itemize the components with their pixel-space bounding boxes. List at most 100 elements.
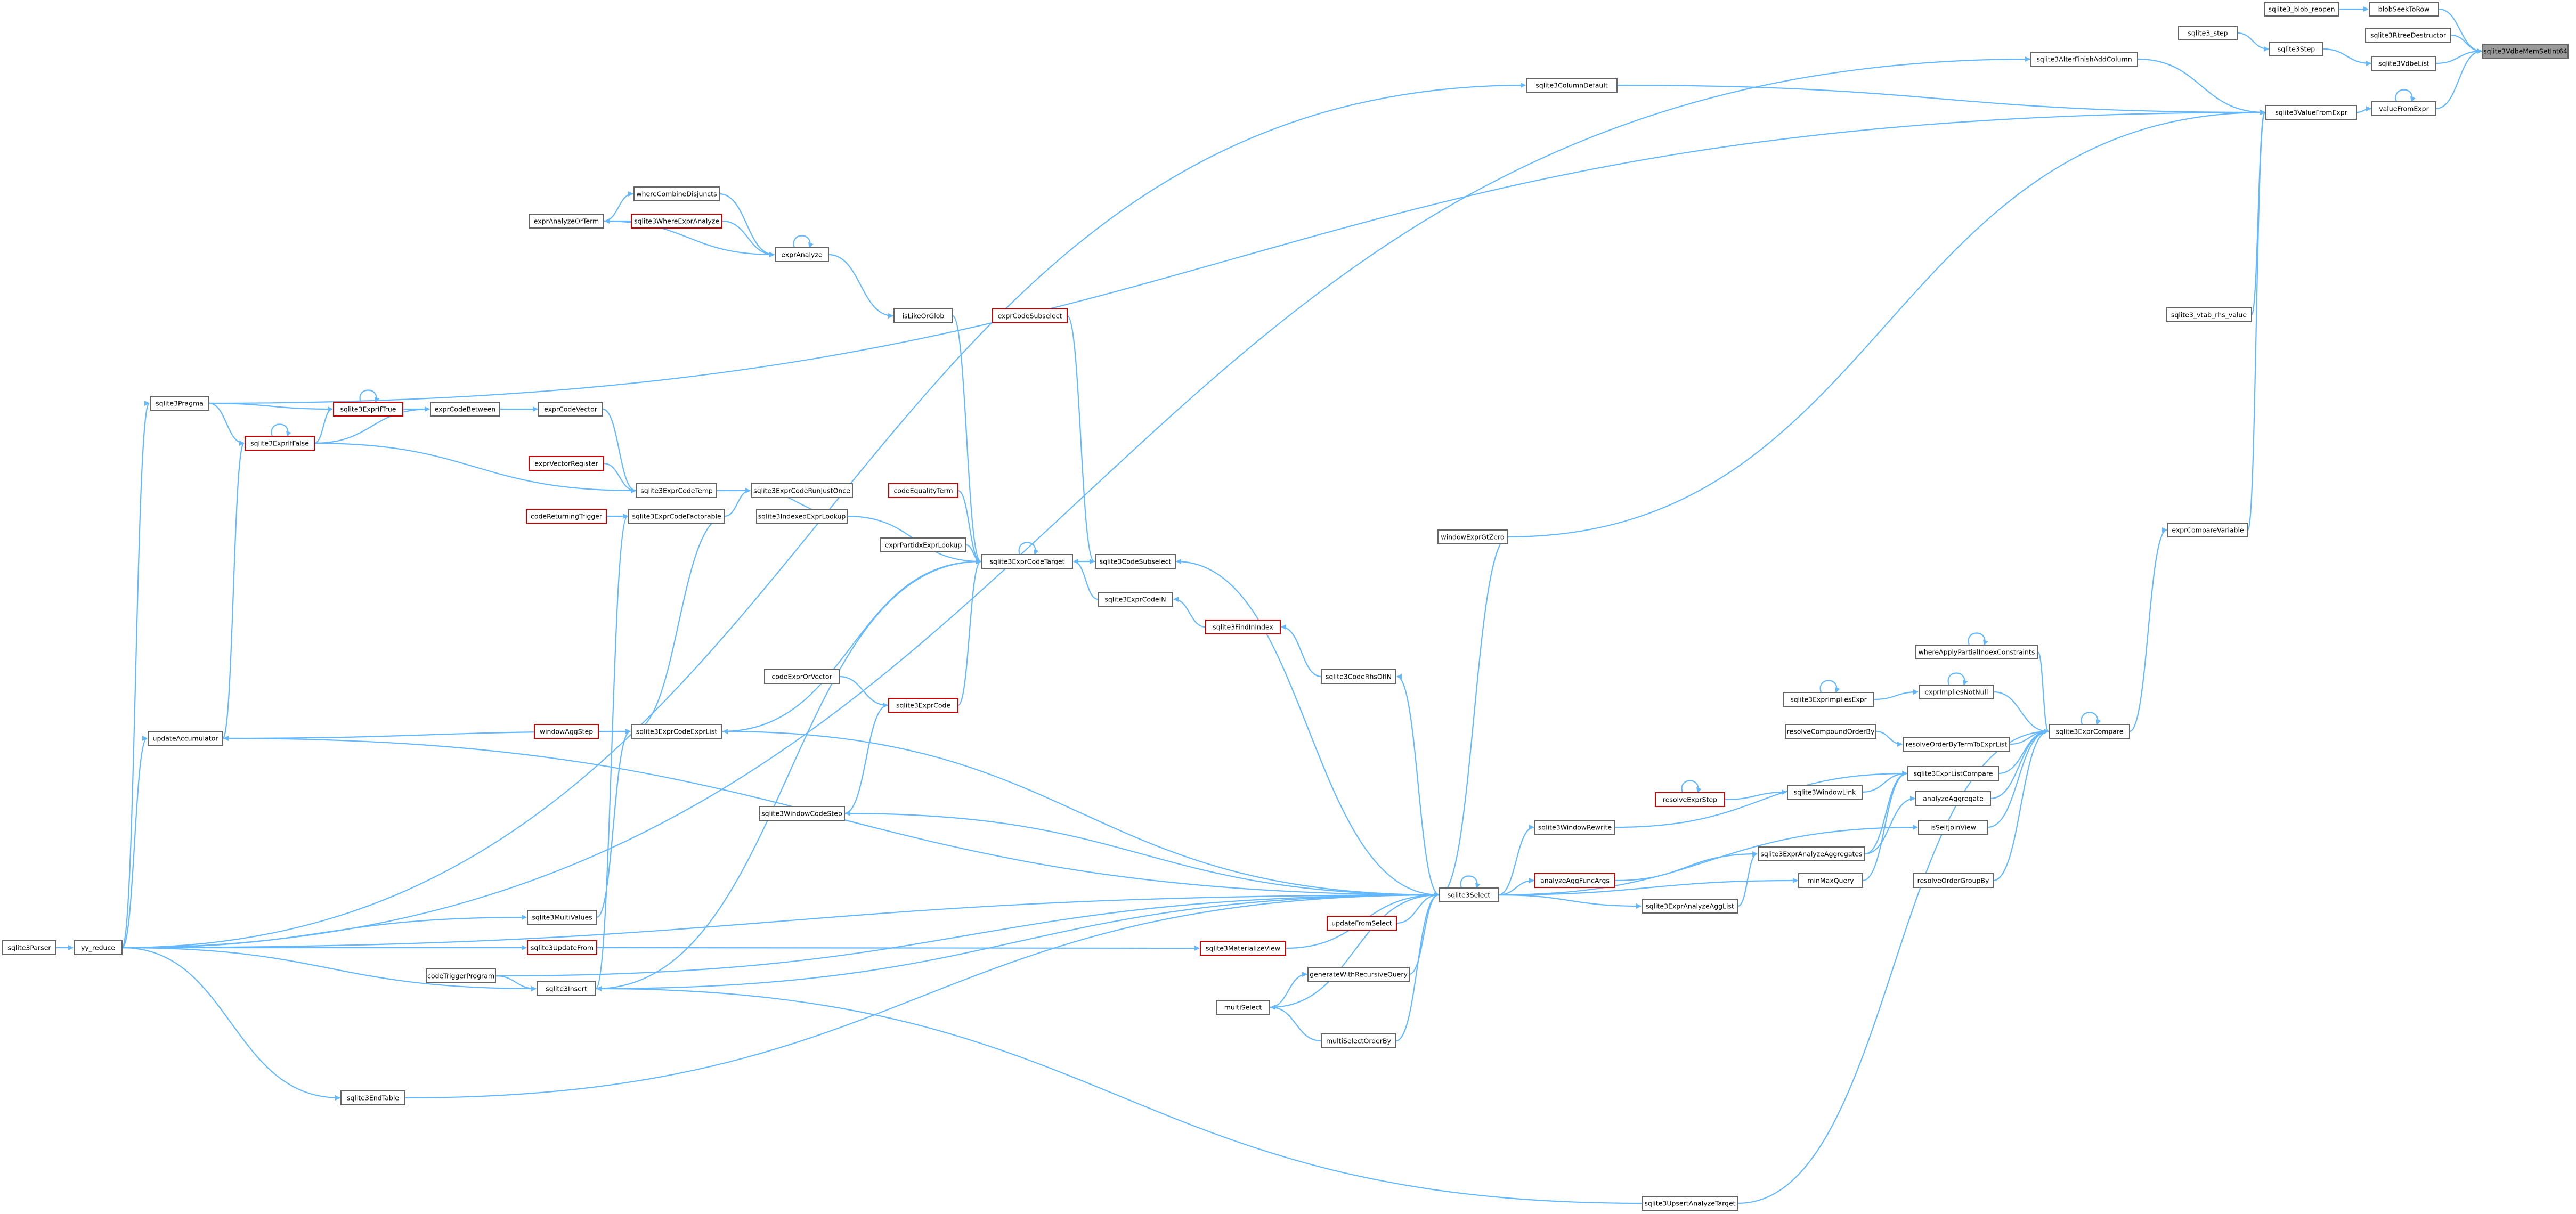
node-sqlite3-blob-reopen[interactable]: sqlite3_blob_reopen [2264, 2, 2339, 17]
node-resolve-expr-step[interactable]: resolveExprStep [1655, 792, 1725, 807]
node-sqlite3-select[interactable]: sqlite3Select [1439, 887, 1499, 902]
edge-sqlite3-select-to-sqlite3-code-subselect [1176, 559, 1440, 896]
node-sqlite3-code-rhs-of-in[interactable]: sqlite3CodeRhsOfIN [1321, 669, 1396, 684]
node-expr-code-subselect[interactable]: exprCodeSubselect [992, 308, 1068, 323]
node-sqlite3-window-code-step[interactable]: sqlite3WindowCodeStep [759, 806, 845, 821]
node-expr-compare-variable[interactable]: exprCompareVariable [2167, 523, 2248, 537]
node-sqlite3-expr-code-run-just-once[interactable]: sqlite3ExprCodeRunJustOnce [751, 483, 853, 498]
node-is-self-join-view[interactable]: isSelfJoinView [1918, 820, 1988, 835]
node-label: updateAccumulator [153, 735, 219, 743]
edge-sqlite3-multi-values-to-sqlite3-expr-code-expr-list [596, 729, 631, 918]
node-yy-reduce[interactable]: yy_reduce [74, 940, 123, 955]
node-sqlite3-step[interactable]: sqlite3_step [2178, 26, 2238, 40]
node-box [2265, 105, 2357, 120]
node-sqlite3-alter-finish-add-column[interactable]: sqlite3AlterFinishAddColumn [2030, 52, 2138, 67]
node-sqlite3-vdbe-list[interactable]: sqlite3VdbeList [2371, 56, 2436, 71]
node-sqlite3-value-from-expr[interactable]: sqlite3ValueFromExpr [2265, 105, 2357, 120]
node-is-like-or-glob[interactable]: isLikeOrGlob [893, 308, 953, 323]
node-analyze-aggregate[interactable]: analyzeAggregate [1915, 791, 1991, 806]
edge-resolve-order-group-by-to-sqlite3-expr-compare [1993, 729, 2049, 882]
node-expr-code-vector[interactable]: exprCodeVector [538, 402, 603, 417]
node-sqlite3-expr-code-temp[interactable]: sqlite3ExprCodeTemp [636, 483, 717, 498]
node-multi-select-order-by[interactable]: multiSelectOrderBy [1321, 1033, 1396, 1048]
node-box [1321, 1033, 1396, 1048]
node-sqlite3-expr-if-false[interactable]: sqlite3ExprIfFalse [245, 436, 315, 451]
node-label: sqlite3WindowCodeStep [761, 810, 842, 818]
node-expr-code-between[interactable]: exprCodeBetween [430, 402, 500, 417]
edge-sqlite3-insert-to-sqlite3-select [595, 892, 1439, 990]
node-update-from-select[interactable]: updateFromSelect [1327, 916, 1397, 931]
node-blob-seek-to-row[interactable]: blobSeekToRow [2369, 2, 2439, 17]
node-code-trigger-program[interactable]: codeTriggerProgram [426, 968, 496, 983]
node-resolve-order-by-term-to-expr-list[interactable]: resolveOrderByTermToExprList [1903, 737, 2010, 752]
node-sqlite3-parser[interactable]: sqlite3Parser [2, 940, 56, 955]
edge-sqlite3-pragma-to-sqlite3-expr-if-true [208, 402, 333, 412]
node-expr-analyze-or-term[interactable]: exprAnalyzeOrTerm [529, 214, 604, 229]
node-sqlite3-expr-code-in[interactable]: sqlite3ExprCodeIN [1098, 592, 1173, 607]
node-analyze-agg-func-args[interactable]: analyzeAggFuncArgs [1534, 873, 1615, 888]
node-sqlite3-upsert-analyze-target[interactable]: sqlite3UpsertAnalyzeTarget [1642, 1196, 1738, 1211]
node-box [764, 669, 840, 684]
node-sqlite3-code-subselect[interactable]: sqlite3CodeSubselect [1095, 554, 1176, 569]
node-code-returning-trigger[interactable]: codeReturningTrigger [526, 509, 607, 524]
node-expr-implies-not-null[interactable]: exprImpliesNotNull [1919, 685, 1994, 699]
node-sqlite3-window-link[interactable]: sqlite3WindowLink [1787, 785, 1863, 800]
node-sqlite3-end-table[interactable]: sqlite3EndTable [340, 1090, 405, 1105]
edge-sqlite3-insert-to-sqlite3-expr-code-target [595, 559, 981, 990]
node-expr-analyze[interactable]: exprAnalyze [775, 247, 829, 262]
node-value-from-expr[interactable]: valueFromExpr [2371, 101, 2436, 116]
node-sqlite3-update-from[interactable]: sqlite3UpdateFrom [527, 940, 597, 955]
edge-sqlite3-value-from-expr-to-value-from-expr [2356, 106, 2371, 113]
node-root[interactable]: sqlite3VdbeMemSetInt64 [2482, 44, 2569, 59]
node-generate-with-recursive-query[interactable]: generateWithRecursiveQuery [1307, 967, 1410, 982]
edge-sqlite3-expr-code-to-sqlite3-expr-code-target [957, 559, 981, 706]
node-code-expr-or-vector[interactable]: codeExprOrVector [764, 669, 840, 684]
node-sqlite3-multi-values[interactable]: sqlite3MultiValues [527, 910, 597, 925]
node-where-apply-partial-index-constraints[interactable]: whereApplyPartialIndexConstraints [1915, 645, 2038, 659]
node-label: analyzeAggFuncArgs [1540, 877, 1610, 885]
node-box [529, 456, 604, 471]
node-label: multiSelectOrderBy [1326, 1037, 1392, 1045]
node-resolve-compound-order-by[interactable]: resolveCompoundOrderBy [1785, 724, 1876, 739]
node-sqlite3-expr-analyze-agg-list[interactable]: sqlite3ExprAnalyzeAggList [1642, 899, 1738, 914]
node-expr-partidx-expr-lookup[interactable]: exprPartidxExprLookup [880, 537, 966, 552]
node-sqlite3-materialize-view[interactable]: sqlite3MaterializeView [1200, 941, 1286, 956]
node-resolve-order-group-by[interactable]: resolveOrderGroupBy [1913, 873, 1994, 888]
node-sqlite3-pragma[interactable]: sqlite3Pragma [150, 396, 209, 411]
node-box [527, 940, 597, 955]
edge-sqlite3-select-to-sqlite3-select [1460, 875, 1481, 889]
node-where-combine-disjuncts[interactable]: whereCombineDisjuncts [633, 186, 720, 201]
node-sqlite3-where-expr-analyze[interactable]: sqlite3WhereExprAnalyze [631, 214, 722, 229]
node-sqlite3-expr-if-true[interactable]: sqlite3ExprIfTrue [333, 402, 403, 417]
node-box [2167, 523, 2248, 537]
node-sqlite3-expr-code[interactable]: sqlite3ExprCode [888, 698, 958, 713]
node-sqlite3-expr-code-expr-list[interactable]: sqlite3ExprCodeExprList [631, 724, 722, 739]
node-window-agg-step[interactable]: windowAggStep [534, 724, 599, 739]
node-update-accumulator[interactable]: updateAccumulator [148, 731, 223, 746]
node-sqlite3-expr-compare[interactable]: sqlite3ExprCompare [2049, 724, 2130, 739]
node-sqlite3-indexed-expr-lookup[interactable]: sqlite3IndexedExprLookup [756, 509, 848, 524]
node-min-max-query[interactable]: minMaxQuery [1798, 873, 1863, 888]
edge-resolve-expr-step-to-sqlite3-window-link [1724, 789, 1787, 801]
node-sqlite3-expr-list-compare[interactable]: sqlite3ExprListCompare [1907, 766, 1999, 781]
node-sqlite3-expr-implies-expr[interactable]: sqlite3ExprImpliesExpr [1783, 692, 1874, 707]
node-code-equality-term[interactable]: codeEqualityTerm [888, 483, 958, 498]
node-box [1216, 1000, 1270, 1015]
node-sqlite3-expr-analyze-aggregates[interactable]: sqlite3ExprAnalyzeAggregates [1758, 846, 1865, 861]
edge-multi-select-to-generate-with-recursive-query [1269, 972, 1307, 1008]
node-sqlite3-expr-code-factorable[interactable]: sqlite3ExprCodeFactorable [628, 509, 725, 524]
node-sqlite3-window-rewrite[interactable]: sqlite3WindowRewrite [1534, 820, 1615, 835]
node-sqlite3-expr-code-target[interactable]: sqlite3ExprCodeTarget [981, 554, 1073, 569]
node-sqlite3-vtab-rhs-value[interactable]: sqlite3_vtab_rhs_value [2166, 307, 2252, 322]
node-sqlite3-step[interactable]: sqlite3Step [2269, 42, 2323, 56]
edge-code-trigger-program-to-sqlite3-insert [495, 975, 537, 991]
node-sqlite3-column-default[interactable]: sqlite3ColumnDefault [1526, 78, 1618, 93]
node-label: windowExprGtZero [1441, 533, 1504, 541]
node-window-expr-gt-zero[interactable]: windowExprGtZero [1437, 529, 1508, 544]
node-sqlite3-rtree-destructor[interactable]: sqlite3RtreeDestructor [2365, 28, 2451, 43]
node-sqlite3-find-in-index[interactable]: sqlite3FindInIndex [1205, 620, 1281, 634]
node-multi-select[interactable]: multiSelect [1216, 1000, 1270, 1015]
edge-where-apply-partial-index-constraints-to-where-apply-partial-index-constraints [1968, 632, 1988, 646]
node-expr-vector-register[interactable]: exprVectorRegister [529, 456, 604, 471]
node-sqlite3-insert[interactable]: sqlite3Insert [537, 981, 596, 996]
